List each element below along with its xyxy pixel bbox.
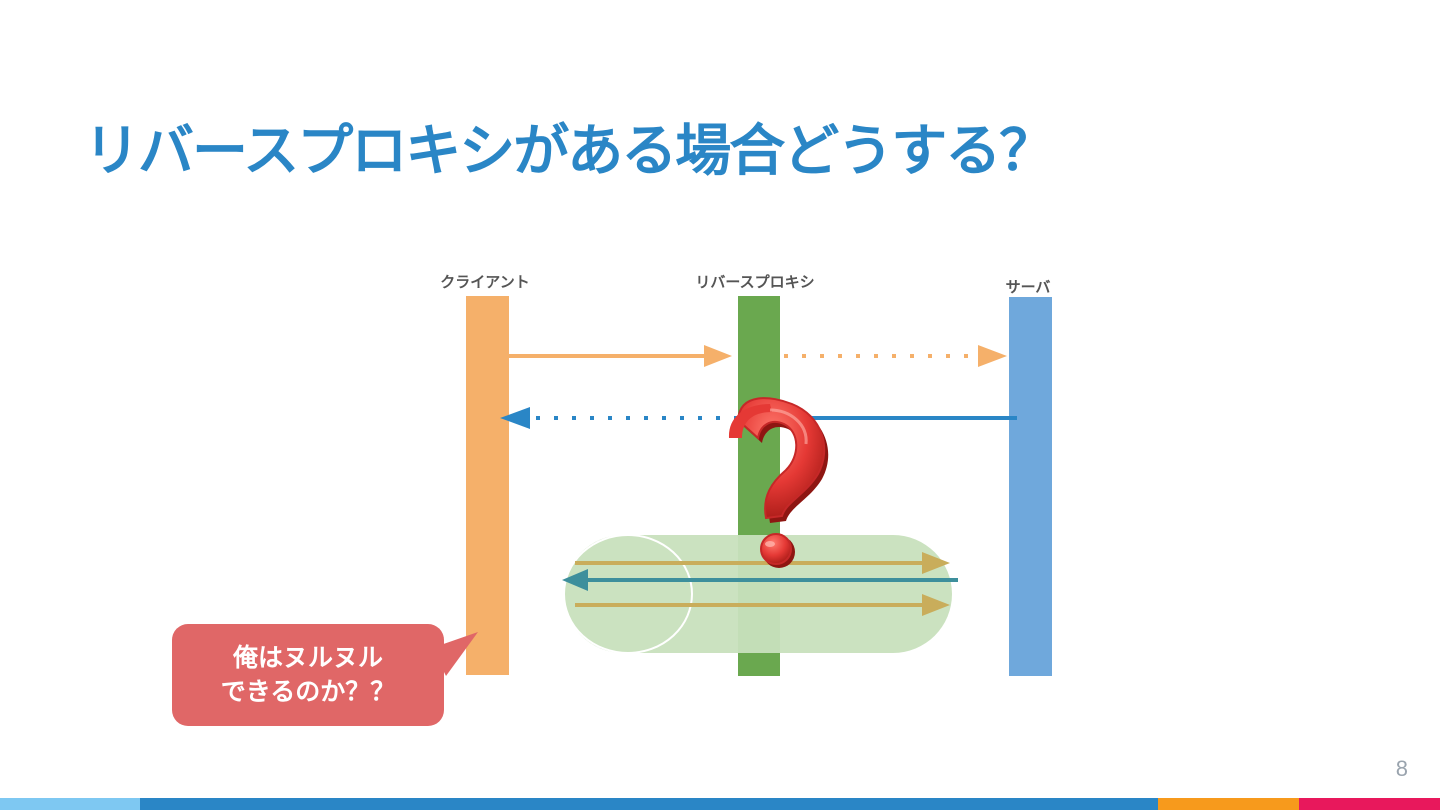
- server-lifeline: [1009, 297, 1052, 676]
- footer-color-bar: [0, 798, 1440, 810]
- proxy-label: リバースプロキシ: [695, 273, 815, 291]
- slide-title: リバースプロキシがある場合どうする？: [84, 119, 1055, 184]
- speech-bubble-line1: 俺はヌルヌル: [232, 643, 383, 672]
- footer-segment-blue: [140, 798, 1158, 810]
- footer-segment-orange: [1158, 798, 1299, 810]
- question-mark-icon: [728, 397, 829, 568]
- client-lifeline: [466, 296, 509, 675]
- page-number: 8: [1395, 756, 1408, 781]
- footer-segment-light-blue: [0, 798, 140, 810]
- tunnel-arrow-top: [575, 552, 950, 574]
- persistent-connection-pipe: [563, 534, 952, 654]
- speech-bubble: 俺はヌルヌル できるのか？？: [172, 624, 444, 726]
- response-arrow-proxy-to-client: [500, 407, 738, 429]
- speech-bubble-line2: できるのか？？: [220, 677, 396, 706]
- client-label: クライアント: [440, 273, 530, 291]
- request-arrow-client-to-proxy: [509, 345, 732, 367]
- request-arrow-proxy-to-server: [784, 345, 1007, 367]
- footer-segment-pink: [1299, 798, 1440, 810]
- tunnel-arrow-back: [562, 569, 958, 591]
- server-label: サーバ: [1005, 278, 1051, 296]
- tunnel-arrow-bottom: [575, 594, 950, 616]
